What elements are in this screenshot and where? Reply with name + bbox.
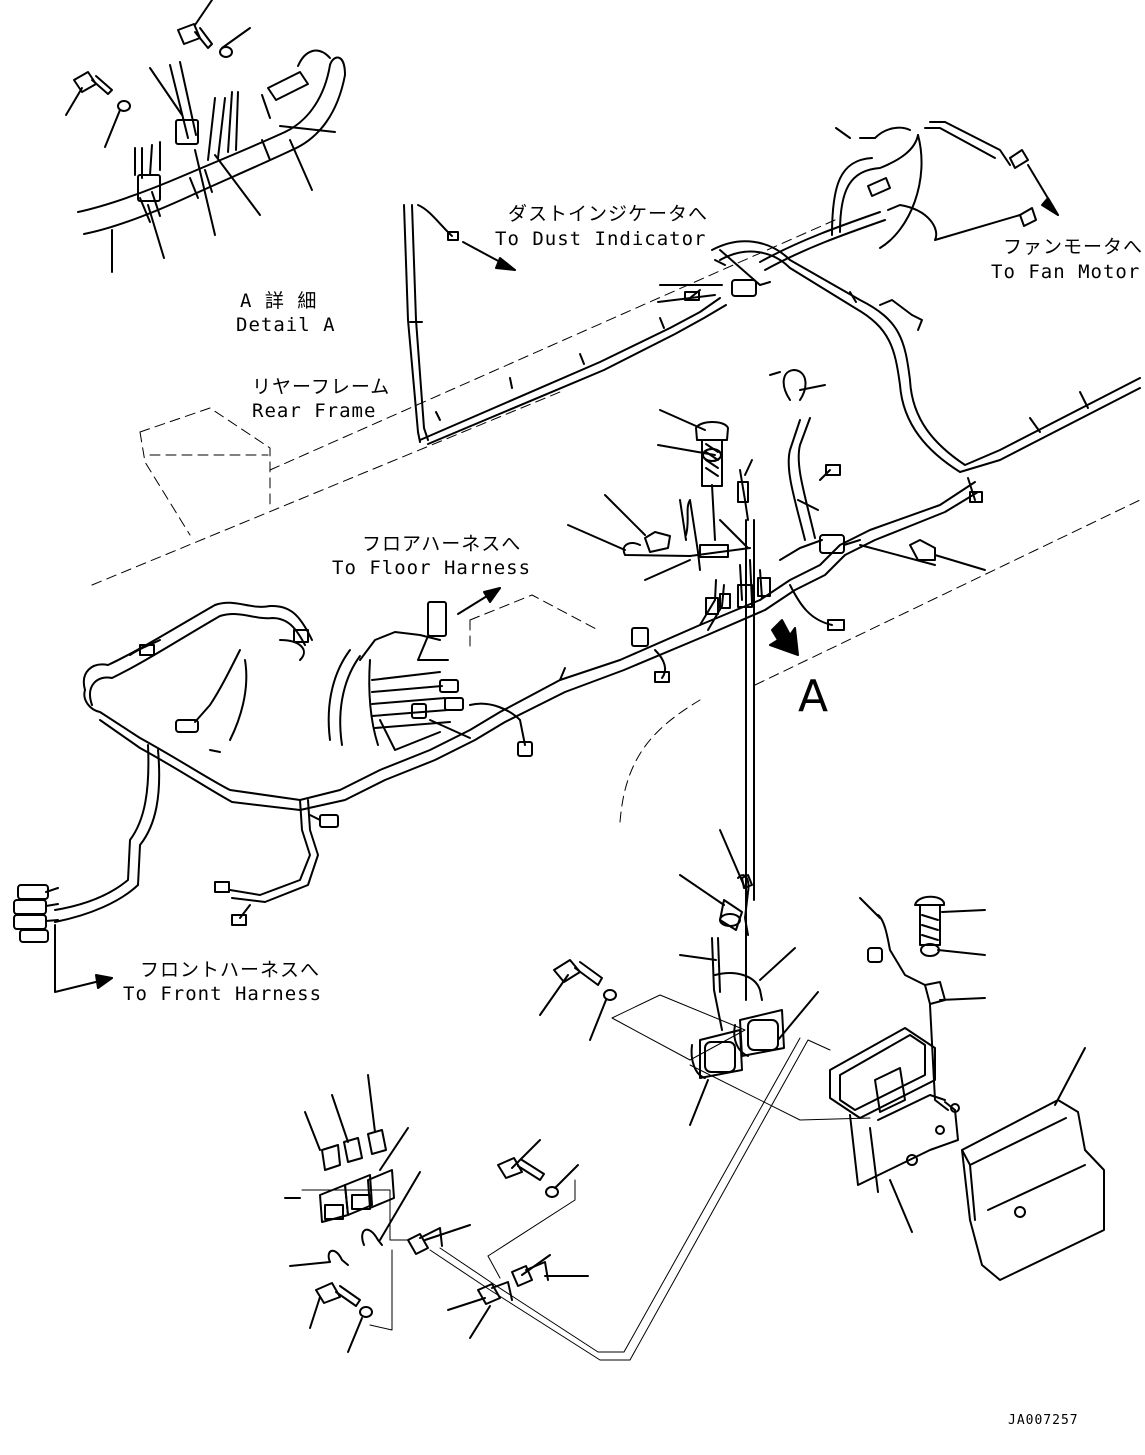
dust-indicator-label-en: To Dust Indicator [495,228,707,250]
floor-harness-label-en: To Floor Harness [332,557,532,579]
front-harness-label-ja: フロントハーネスへ [140,959,321,981]
center-top-parts [567,284,986,581]
view-a-marker: A [798,671,829,722]
detail-a-inset [65,0,346,273]
main-harness [13,369,979,1001]
direction-arrows [54,164,1059,993]
central-connector-node [684,249,771,301]
rear-frame-outline [91,219,1141,823]
detail-a-label-en: Detail A [236,314,336,336]
rear-frame-label-en: Rear Frame [252,400,377,422]
small-parts-group [284,1037,831,1361]
detail-a-label-ja: A 詳 細 [240,290,318,312]
view-a-arrow [769,619,799,656]
drawing-code: JA007257 [1008,1413,1079,1428]
fan-motor-label-en: To Fan Motor [991,261,1141,283]
lower-relay-assembly [539,829,1105,1281]
dust-indicator-harness [403,204,727,445]
dust-indicator-label-ja: ダストインジケータへ [508,203,709,225]
floor-harness-label-ja: フロアハーネスへ [362,533,522,555]
fan-motor-label-ja: ファンモータへ [1003,236,1144,258]
rear-frame-label-ja: リヤーフレーム [252,376,391,398]
fan-motor-harness [711,121,1141,503]
front-harness-label-en: To Front Harness [123,983,323,1005]
